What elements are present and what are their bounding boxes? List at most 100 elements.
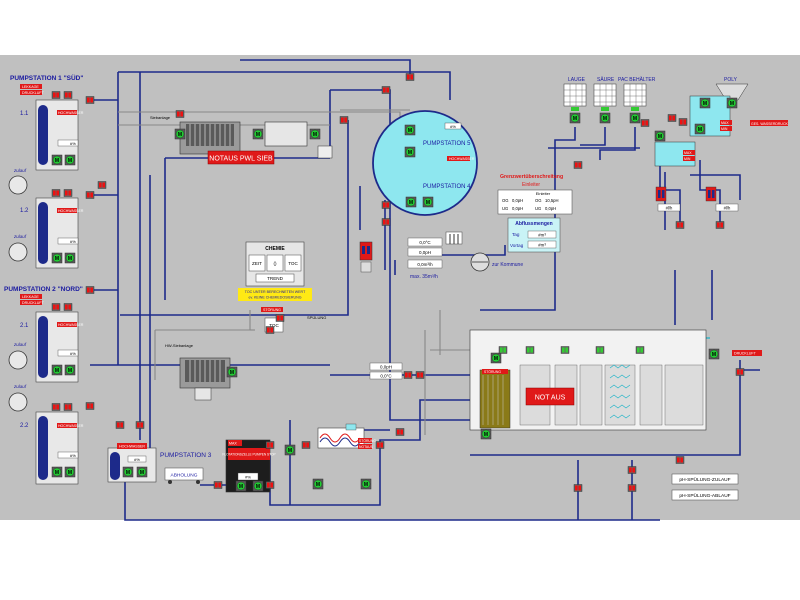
- flow-gauge-1: #l/h: [655, 186, 681, 212]
- tank-1-1-label: 1.1: [20, 111, 29, 117]
- abholung-label: ABHOLUNG: [171, 473, 198, 479]
- tank-2-1-level: #%: [70, 351, 76, 356]
- poly-min-label: MIN: [721, 127, 728, 131]
- readout-temp-2-value: 0,0°C: [380, 374, 392, 379]
- hw-sieve-unit[interactable]: [179, 357, 238, 401]
- readout-flow-value: 0,0m³/h: [417, 262, 433, 267]
- dosing-lauge[interactable]: LAUGE: [563, 77, 587, 124]
- notaus-pwl-label: NOTAUS PWL SIEB: [209, 156, 273, 163]
- dosing-saeure-label: SÄURE: [597, 76, 615, 83]
- readout-temp-1: 0,0°C: [407, 237, 443, 247]
- limits-row2-v1: 0,0pH: [512, 206, 523, 211]
- ps2-druckluft-badge: [20, 300, 42, 305]
- round-tank-level: #%: [450, 124, 456, 129]
- abfluss-vortag-label: Vortag: [510, 243, 524, 248]
- inflow-pump-2-2[interactable]: zulauf: [8, 384, 28, 412]
- flotation-max-label: MAX: [229, 442, 237, 446]
- heat-exchanger[interactable]: STÖRUNG NOTAUS: [317, 423, 376, 449]
- tank-2-2-level: #%: [70, 453, 76, 458]
- inflow-pump-1-2[interactable]: zulauf: [8, 234, 28, 262]
- tank-1-1[interactable]: 1.1 HOCHWASSER #%: [20, 99, 84, 171]
- notaus-main-button[interactable]: [525, 387, 575, 406]
- inflow-pump-2-1[interactable]: zulauf: [8, 342, 28, 370]
- max-flow-label: max. 35m³/h: [410, 274, 438, 280]
- ps2-druckluft-label: DRUCKLUFT: [22, 301, 45, 305]
- dosing-lauge-label: LAUGE: [568, 77, 586, 83]
- siebanlage-label: Siebanlage: [150, 115, 171, 120]
- flotation-cell[interactable]: MAX FLOTATIONSZELLE PUMPEN STOP #%: [222, 439, 276, 493]
- chemie-toc-label: TOC: [288, 261, 298, 266]
- probe-rack: [445, 231, 463, 245]
- tank-1-2[interactable]: 1.2 HOCHWASSER #%: [20, 197, 84, 269]
- ps4-title: PUMPSTATION 4: [423, 184, 471, 190]
- druckluft-right-badge: [732, 350, 762, 356]
- flow-right-2: #l/h: [724, 206, 731, 211]
- abfluss-vortag-value: #m³: [538, 243, 546, 248]
- ph-spuelung-ablauf-button[interactable]: [671, 489, 739, 501]
- dosing-pac-label: PAC BEHÄLTER: [618, 76, 656, 83]
- limits-table: Einleiter OG 0,0pH OG 10,5pH UG 0,0pH UG…: [497, 189, 573, 215]
- tank-ps3-buffer[interactable]: HOCHWASSER #%: [107, 443, 157, 483]
- poly-max-label: MAX: [721, 121, 729, 125]
- ph-spuelung-zulauf-label: pH-SPÜLUNG-ZULAUF: [679, 476, 730, 483]
- hw-siebanlage-label: HW-Siebanlage: [165, 343, 194, 348]
- inflow-label-2: zulauf: [13, 234, 27, 239]
- sampler-device[interactable]: [359, 241, 373, 273]
- abfluss-tag-label: Tag: [512, 232, 520, 237]
- ps1-druckluft-badge: [20, 90, 42, 95]
- dosing-poly[interactable]: POLY MAX MIN: [689, 77, 749, 137]
- chemie-zeit-label: ZEIT: [252, 261, 262, 266]
- limits-row1-k: OG: [502, 198, 509, 203]
- limits-row2-v2: 0,0pH: [545, 206, 556, 211]
- tank-2-1-alarm: HOCHWASSER: [58, 323, 84, 327]
- tank-2-2[interactable]: 2.2 HOCHWASSER #%: [20, 411, 84, 485]
- ps2-lekkage-badge: [20, 294, 42, 299]
- flow-right-1: #l/h: [666, 206, 673, 211]
- tank-1-2-alarm: HOCHWASSER: [58, 209, 84, 213]
- abfluss-tag-value: #m³: [538, 233, 546, 238]
- sieve-unit[interactable]: [174, 121, 241, 155]
- notaus-pwl-button[interactable]: [207, 150, 275, 165]
- limits-subtitle: Einleiter: [522, 182, 540, 188]
- tank-ps3-alarm: HOCHWASSER: [119, 445, 145, 449]
- limits-row2-k: UG: [502, 206, 508, 211]
- ps2-title: PUMPSTATION 2 "NORD": [4, 286, 83, 293]
- toc-alarm-label: STÖRUNG: [263, 308, 281, 312]
- gesamt-wasserdruck-label: GES. WASSERDRUCK: [751, 122, 788, 126]
- tank-2-1[interactable]: 2.1 HOCHWASSER #%: [20, 311, 84, 383]
- chemie-title: CHEMIE: [265, 246, 285, 252]
- readout-flow: 0,0m³/h: [407, 259, 443, 269]
- limits-row1-k2: OG: [535, 198, 542, 203]
- mixing-tank[interactable]: [252, 121, 333, 159]
- readout-temp-1-value: 0,0°C: [419, 240, 431, 245]
- ph-spuelung-zulauf-button[interactable]: [671, 473, 739, 485]
- ps1-title: PUMPSTATION 1 "SÜD": [10, 73, 83, 82]
- ps1-lekkage-label: LEKKAGE: [22, 85, 39, 89]
- chemie-mid-button[interactable]: [266, 254, 284, 272]
- tank-2-1-label: 2.1: [20, 323, 29, 329]
- gesamt-wasserdruck-badge: [750, 120, 788, 126]
- treatment-line: STÖRUNG: [469, 329, 707, 431]
- flowmeter[interactable]: [470, 252, 490, 272]
- abholung-truck[interactable]: ABHOLUNG: [164, 467, 204, 484]
- spuelung-label: SPÜLUNG: [307, 315, 326, 320]
- flotation-alarm-label: FLOTATIONSZELLE PUMPEN STOP: [222, 453, 275, 457]
- ps5-title: PUMPSTATION 5: [423, 141, 471, 147]
- chemie-panel: CHEMIE ZEIT () TOC TREND: [245, 241, 305, 287]
- inflow-pump-1-1[interactable]: zulauf: [8, 168, 28, 195]
- pumpstation-5-tank[interactable]: #% PUMPSTATION 5 HOCHWASSER PUMPSTATION …: [372, 110, 478, 216]
- dosing-saeure[interactable]: SÄURE: [593, 76, 617, 124]
- chemie-zeit-button[interactable]: [248, 254, 266, 272]
- readout-ph-2-value: 0,0pH: [380, 365, 392, 370]
- chemie-trend-button[interactable]: [255, 273, 295, 283]
- secondary-dosing-tank[interactable]: MAX MIN: [654, 130, 696, 167]
- round-tank-alarm: HOCHWASSER: [449, 157, 475, 161]
- line-storung-label: STÖRUNG: [484, 370, 501, 374]
- flotation-level: #%: [245, 475, 251, 480]
- inflow-label-1: zulauf: [13, 168, 27, 173]
- chemie-toc-button[interactable]: [284, 254, 302, 272]
- tank-1-1-alarm: HOCHWASSER: [58, 111, 84, 115]
- tank-ps3-level: #%: [134, 457, 140, 462]
- dosing-pac[interactable]: PAC BEHÄLTER: [618, 76, 656, 124]
